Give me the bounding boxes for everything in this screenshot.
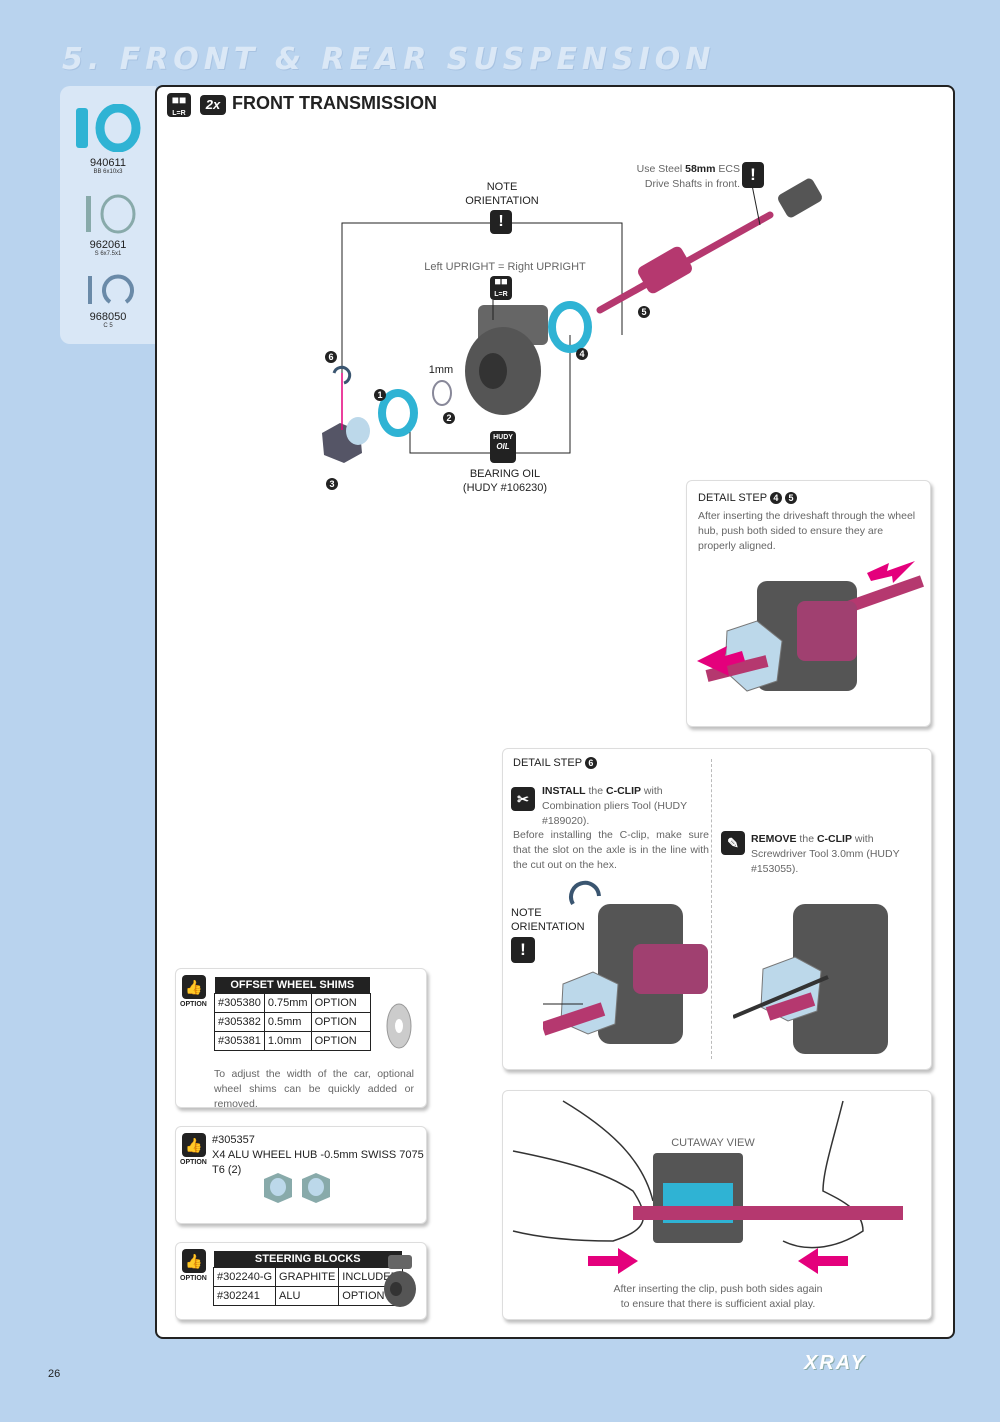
note-orientation: NOTE ORIENTATION: [465, 181, 539, 207]
page-number: 26: [48, 1368, 61, 1380]
table-title: OFFSET WHEEL SHIMS: [214, 977, 371, 994]
part-bearing: 940611 BB 6x10x3: [60, 103, 156, 175]
option-label: OPTION: [180, 1001, 207, 1008]
bearing-icon: [76, 103, 141, 153]
option-label: OPTION: [180, 1159, 207, 1166]
step-number: 4: [576, 348, 588, 360]
step-number: 6: [325, 351, 337, 363]
divider: [711, 759, 712, 1059]
page-header: 5. FRONT & REAR SUSPENSION: [62, 42, 716, 77]
lr-icon: ■■L=R: [167, 93, 191, 117]
table-title: STEERING BLOCKS: [213, 1251, 403, 1268]
shim-icon: [86, 194, 136, 234]
cutaway-label: CUTAWAY VIEW: [671, 1137, 755, 1149]
thumbs-up-icon: 👍: [182, 1249, 206, 1273]
part-number: 968050: [89, 311, 127, 323]
lr-icon: ■■L=R: [490, 276, 512, 300]
2x-icon: 2x: [200, 95, 226, 115]
step-number: 2: [443, 412, 455, 424]
left-right-label: Left UPRIGHT = Right UPRIGHT: [424, 261, 586, 273]
warning-icon: !: [742, 162, 764, 188]
detail-title: DETAIL STEP 6: [513, 757, 597, 769]
part-desc: S 6x7.5x1: [94, 251, 122, 257]
detail-text: After inserting the driveshaft through t…: [698, 510, 916, 552]
thumbs-up-icon: 👍: [182, 975, 206, 999]
c-clip-icon: [88, 274, 134, 304]
note-orientation: NOTE ORIENTATION: [511, 907, 585, 933]
wheel-hub-icon: [264, 1173, 330, 1203]
warning-icon: !: [490, 210, 512, 234]
parts-sidebar: 940611 BB 6x10x3 962061 S 6x7.5x1 968050…: [60, 86, 156, 344]
remove-text: REMOVE the C-CLIP with Screwdriver Tool …: [751, 833, 900, 875]
part-shim: 962061 S 6x7.5x1: [60, 194, 156, 257]
warning-icon: !: [511, 937, 535, 963]
part-number: 962061: [89, 239, 127, 251]
install-text: INSTALL the C-CLIP with Combination plie…: [542, 785, 687, 827]
part-number: 940611: [90, 157, 126, 169]
shims-text: To adjust the width of the car, optional…: [214, 1068, 414, 1110]
step-number: 3: [326, 478, 338, 490]
thumbs-up-icon: 👍: [182, 1133, 206, 1157]
remove-illustration: [733, 904, 888, 1054]
cutaway-text: After inserting the clip, push both side…: [613, 1283, 823, 1310]
exploded-diagram: [322, 178, 822, 463]
bearing-oil-label: BEARING OIL(HUDY #106230): [462, 468, 548, 494]
pliers-icon: ✂: [511, 787, 535, 811]
part-desc: C 5: [103, 323, 113, 329]
option-label: OPTION: [180, 1275, 207, 1282]
shim-icon: [386, 1003, 412, 1049]
install-illustration: [543, 880, 708, 1044]
steering-block-icon: [384, 1255, 416, 1307]
section-title: FRONT TRANSMISSION: [232, 93, 437, 113]
step-number: 1: [374, 389, 386, 401]
detail-step-6-panel: DETAIL STEP 6 ✂ INSTALL the C-CLIP with …: [502, 748, 932, 1070]
part-clip: 968050 C 5: [60, 272, 156, 329]
step-number: 5: [638, 306, 650, 318]
detail-title: DETAIL STEP 4 5: [698, 492, 797, 504]
detail-step-45-panel: DETAIL STEP 4 5 After inserting the driv…: [686, 480, 931, 727]
brand-logo: XRAY: [804, 1352, 867, 1374]
cutaway-panel: CUTAWAY VIEW After inserting the clip, p…: [502, 1090, 932, 1320]
cutaway-illustration: [512, 1100, 903, 1274]
shim-size-label: 1mm: [428, 364, 454, 376]
screwdriver-icon: ✎: [721, 831, 745, 855]
before-text: Before installing the C-clip, make sure …: [513, 829, 709, 871]
detail-illustration: [697, 561, 924, 692]
part-desc: BB 6x10x3: [93, 169, 123, 175]
